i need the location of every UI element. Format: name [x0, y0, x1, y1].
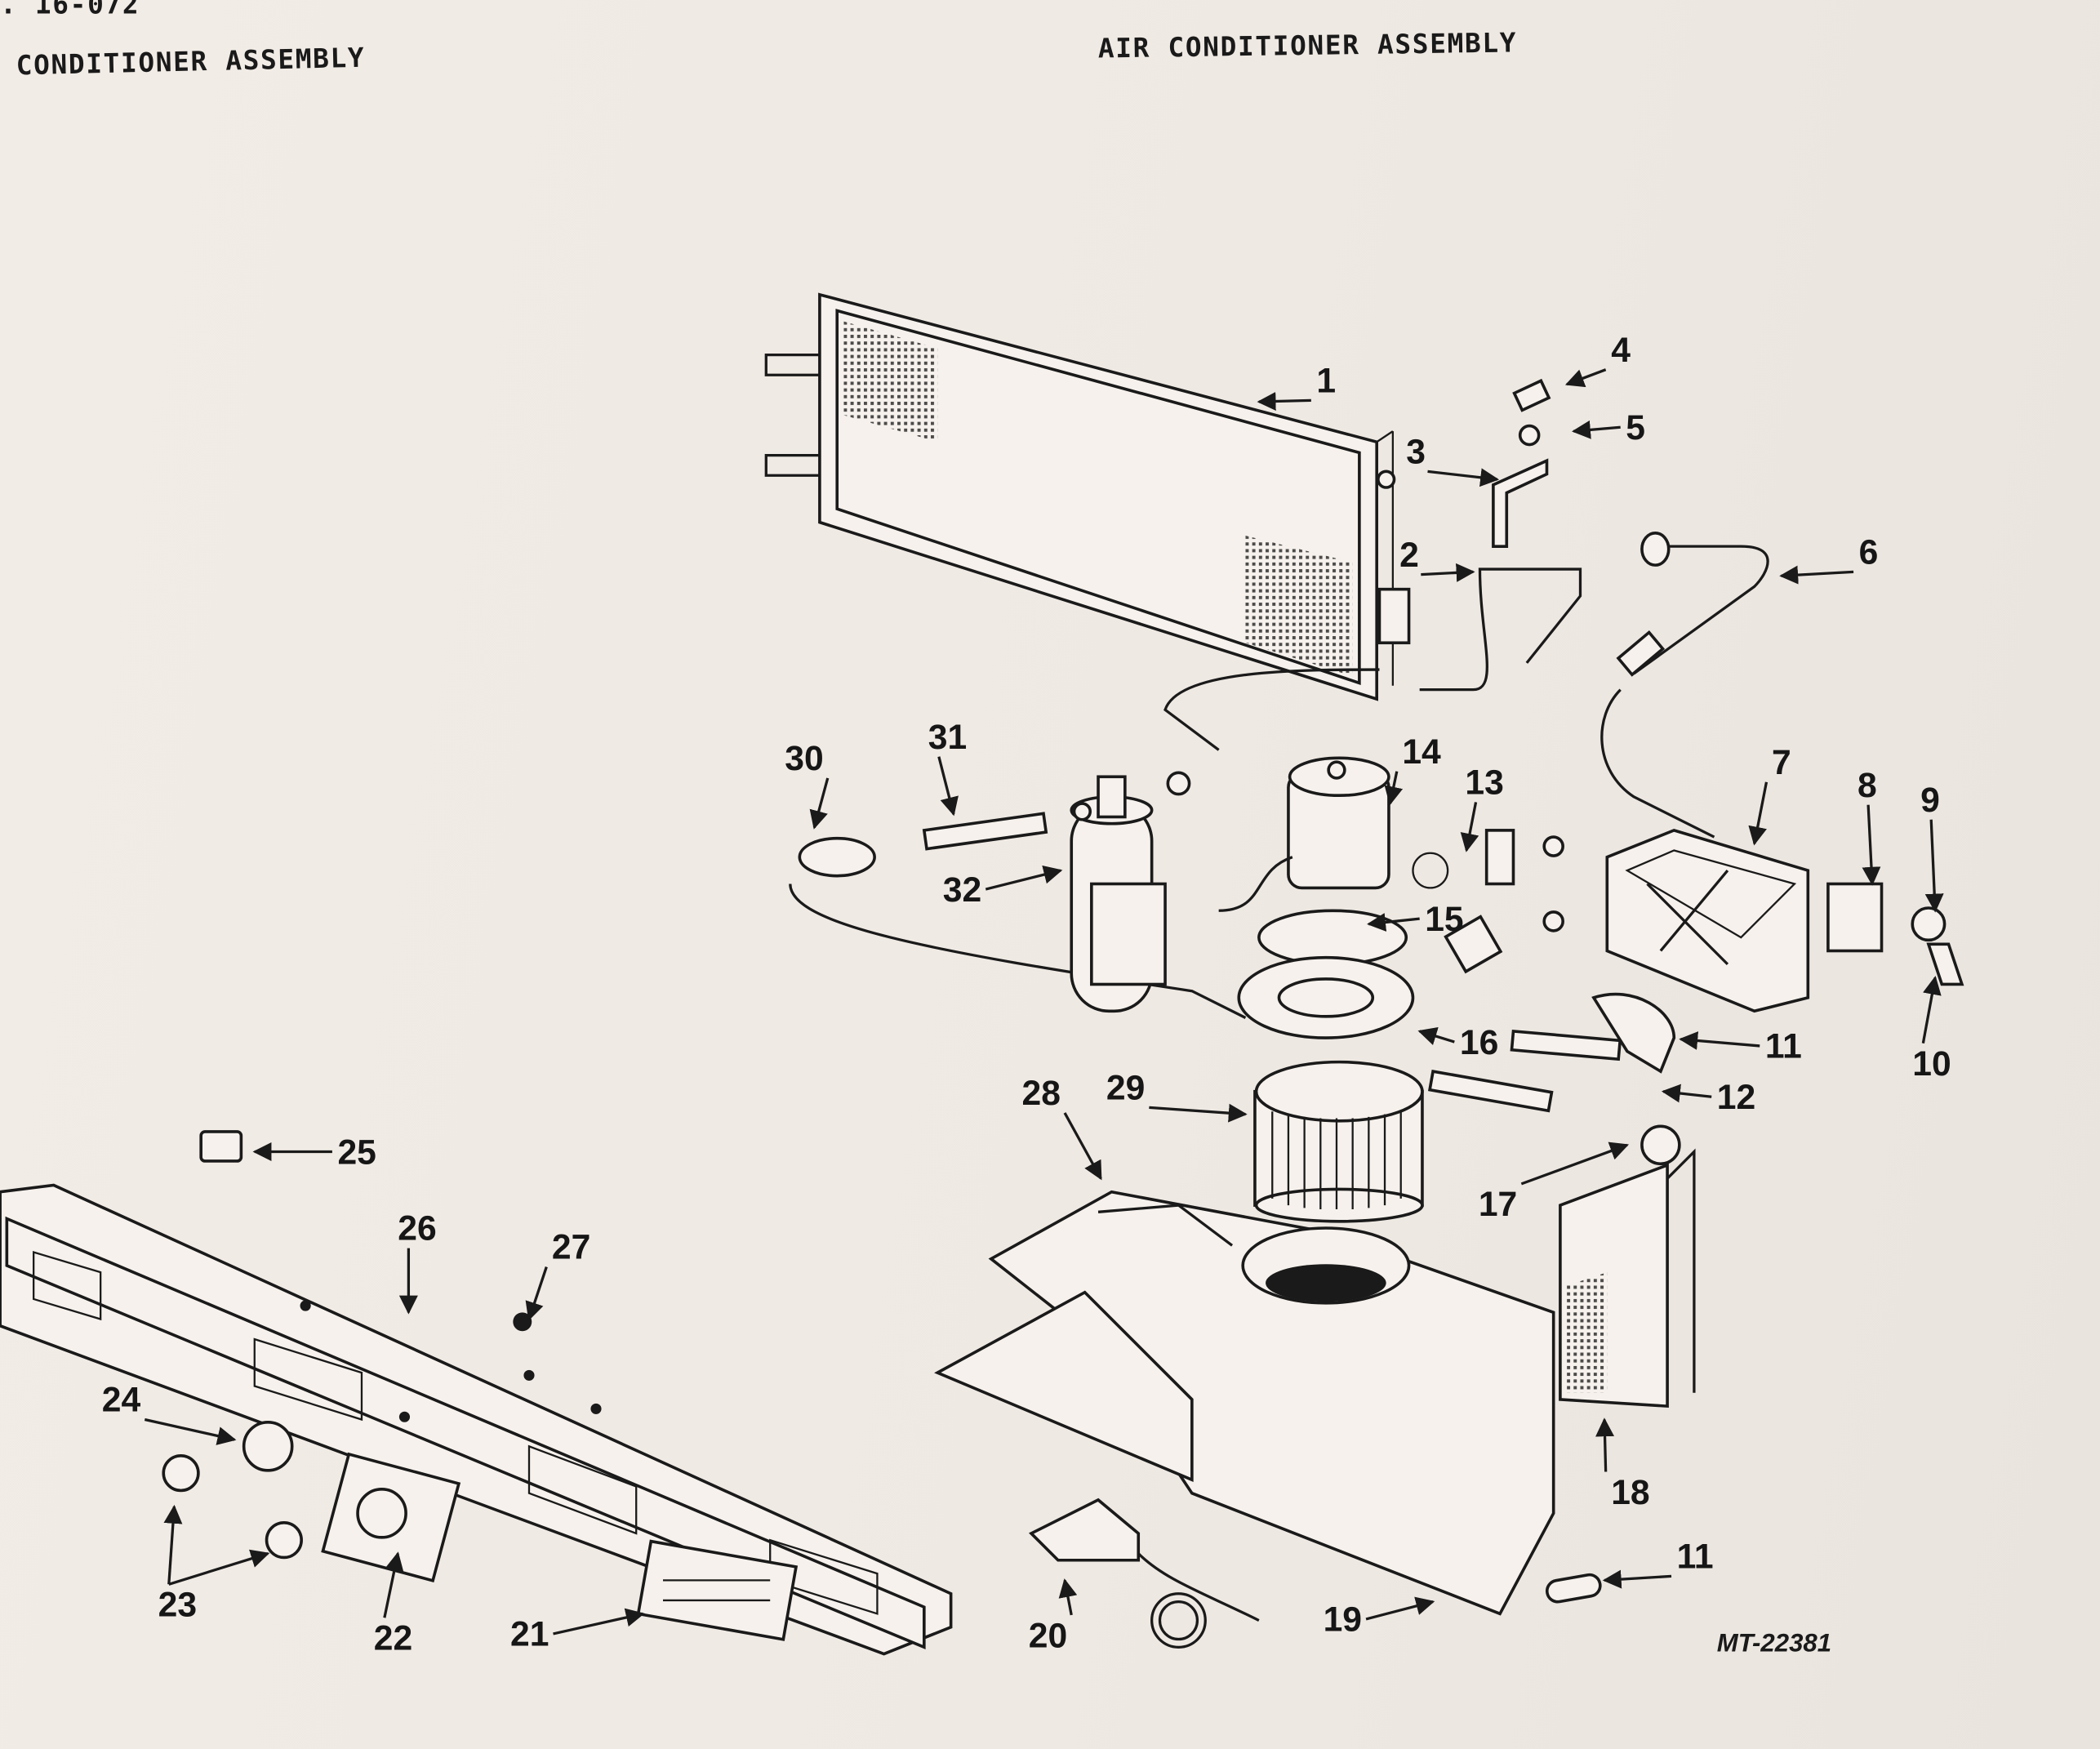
leader-arrow [144, 1417, 237, 1445]
receiver-drier [1070, 775, 1167, 1013]
callout-6: 6 [1859, 532, 1879, 572]
leader-arrow [1460, 802, 1479, 852]
expansion-valve [1427, 992, 1681, 1166]
callout-32: 32 [943, 870, 981, 910]
leader-arrow [1149, 1103, 1248, 1123]
leader-arrow [163, 1504, 183, 1585]
leader-arrow [1572, 420, 1621, 439]
page-reference: . 16-072 [0, 0, 140, 20]
leader-arrow [1779, 565, 1854, 585]
callout-5: 5 [1626, 408, 1645, 447]
callout-19: 19 [1324, 1600, 1362, 1640]
page-title: AIR CONDITIONER ASSEMBLY [1098, 27, 1518, 64]
callout-17: 17 [1479, 1185, 1517, 1224]
callout-23: 23 [158, 1586, 197, 1625]
callout-16: 16 [1460, 1023, 1498, 1062]
leader-arrow [1384, 771, 1404, 806]
callout-26: 26 [398, 1209, 436, 1248]
callout-4: 4 [1611, 331, 1631, 370]
refrigerant-lines [789, 531, 1769, 1019]
callout-3: 3 [1406, 432, 1426, 471]
callout-12: 12 [1717, 1078, 1755, 1117]
leader-arrow [985, 865, 1063, 891]
leader-arrow [937, 756, 959, 817]
leader-arrow [1921, 976, 1942, 1044]
leader-arrow [1365, 1596, 1435, 1621]
leader-arrow [168, 1549, 270, 1586]
leader-arrow [1367, 913, 1420, 932]
leader-arrow [1520, 1142, 1630, 1186]
mounting-bracket [1492, 378, 1551, 548]
plug-button [513, 1312, 532, 1332]
callout-22: 22 [374, 1619, 412, 1658]
leader-arrow [1257, 392, 1311, 411]
blower-motor [1218, 756, 1449, 1039]
callout-11: 11 [1677, 1538, 1714, 1577]
drain-tube [1545, 1573, 1602, 1604]
leader-arrow [1661, 1084, 1712, 1103]
callout-1: 1 [1316, 362, 1336, 401]
callout-25: 25 [337, 1133, 376, 1172]
leader-arrow [1862, 804, 1881, 886]
leader-arrow [1421, 563, 1475, 582]
leader-arrow [1602, 1569, 1672, 1589]
callout-11: 11 [1765, 1027, 1802, 1066]
blower-housing [934, 1190, 1555, 1616]
callout-7: 7 [1772, 743, 1791, 782]
left-page-title: 3 CONDITIONER ASSEMBLY [0, 42, 366, 82]
blower-wheel [1253, 1060, 1424, 1223]
leader-arrow [1058, 1578, 1078, 1616]
leader-arrow [1417, 1026, 1455, 1045]
leader-arrow [809, 777, 830, 830]
callout-18: 18 [1611, 1473, 1649, 1512]
leader-arrow [553, 1608, 645, 1636]
leader-arrow [383, 1551, 404, 1618]
callout-13: 13 [1465, 763, 1503, 803]
leader-arrow [1564, 368, 1607, 388]
leader-arrow [1063, 1112, 1102, 1181]
thermostat [1028, 1498, 1260, 1649]
switch-knob-25 [199, 1130, 243, 1163]
control-switches [162, 1421, 799, 1641]
callout-29: 29 [1106, 1069, 1145, 1108]
leader-arrow [1748, 781, 1769, 846]
callout-15: 15 [1425, 900, 1463, 939]
callout-10: 10 [1912, 1044, 1951, 1084]
leader-arrow [1679, 1031, 1760, 1050]
leader-arrow [525, 1266, 548, 1321]
callout-2: 2 [1399, 536, 1419, 575]
sight-glass-fitting [798, 771, 1191, 878]
leader-arrow [1595, 1417, 1615, 1472]
callout-20: 20 [1029, 1616, 1067, 1655]
callout-24: 24 [102, 1381, 141, 1420]
callout-8: 8 [1858, 766, 1877, 805]
callout-27: 27 [552, 1228, 590, 1267]
condenser [764, 292, 1411, 701]
callout-31: 31 [928, 718, 967, 757]
evaporator-core [1559, 1148, 1696, 1409]
callout-14: 14 [1402, 732, 1441, 772]
dash-panel [0, 1183, 953, 1656]
figure-id: MT-22381 [1717, 1628, 1831, 1657]
callout-28: 28 [1022, 1074, 1061, 1113]
leader-arrow [1924, 819, 1944, 913]
compressor-unit [1444, 828, 1964, 1013]
leader-arrow [1427, 468, 1500, 487]
callout-30: 30 [785, 739, 823, 778]
callout-9: 9 [1920, 781, 1940, 820]
callout-21: 21 [510, 1615, 549, 1654]
